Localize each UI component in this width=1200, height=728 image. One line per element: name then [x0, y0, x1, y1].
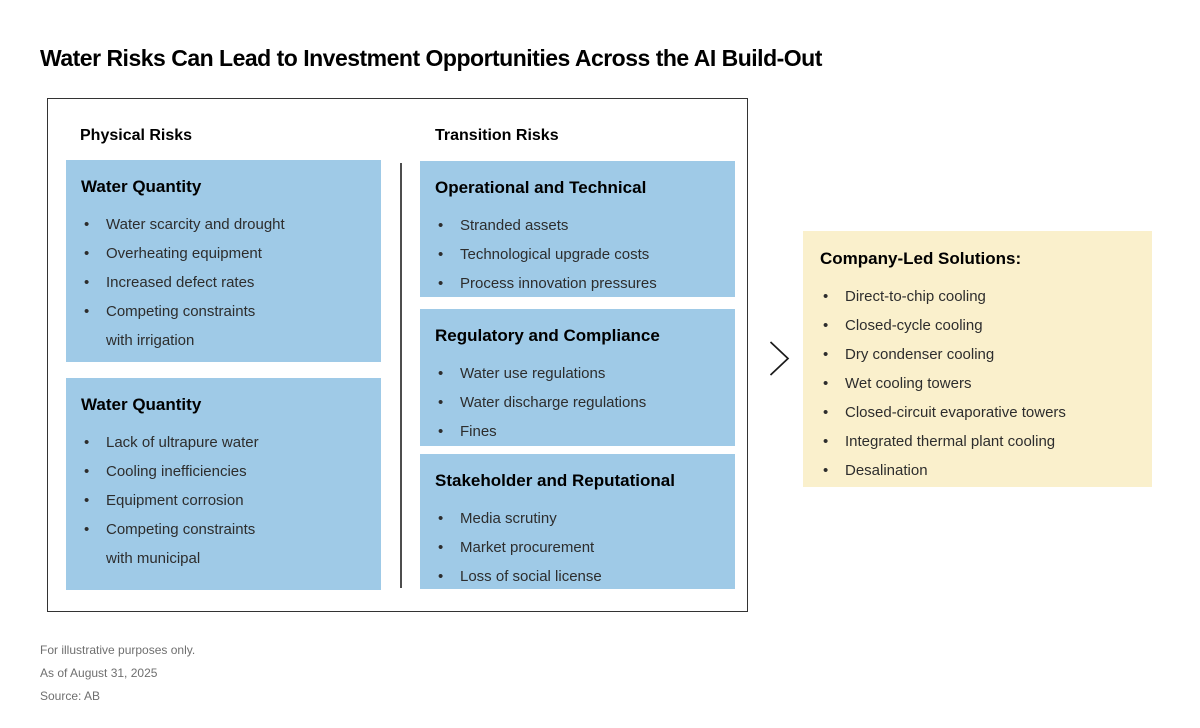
list-item: Process innovation pressures: [435, 269, 727, 297]
risk-box-title: Stakeholder and Reputational: [435, 471, 675, 490]
risk-box-water-quantity-2: Water Quantity Lack of ultrapure waterCo…: [66, 378, 381, 590]
list-item: Loss of social license: [435, 562, 727, 589]
footnote-source: Source: AB: [40, 689, 101, 703]
solutions-box: Company-Led Solutions: Direct-to-chip co…: [803, 231, 1152, 487]
risk-box-title: Operational and Technical: [435, 178, 647, 197]
footnote-illustrative: For illustrative purposes only.: [40, 643, 196, 657]
column-heading-physical-risks: Physical Risks: [80, 127, 193, 144]
list-item: Media scrutiny: [435, 504, 727, 533]
column-divider: [400, 163, 402, 588]
risk-panel: Physical Risks Transition Risks Water Qu…: [47, 98, 748, 612]
risk-box-bullet-list: Water use regulationsWater discharge reg…: [435, 359, 727, 446]
list-item: Lack of ultrapure water: [81, 428, 373, 457]
list-item: Integrated thermal plant cooling: [820, 427, 1144, 456]
list-item: Direct-to-chip cooling: [820, 282, 1144, 311]
list-item: Stranded assets: [435, 211, 727, 240]
list-item: Overheating equipment: [81, 239, 373, 268]
chevron-right-icon: [769, 341, 790, 376]
list-item: Water discharge regulations: [435, 388, 727, 417]
list-item: Increased defect rates: [81, 268, 373, 297]
risk-box-regulatory-compliance: Regulatory and Compliance Water use regu…: [420, 309, 735, 446]
list-item: Equipment corrosion: [81, 486, 373, 515]
list-item: Dry condenser cooling: [820, 340, 1144, 369]
list-item: Water scarcity and drought: [81, 210, 373, 239]
list-item: Wet cooling towers: [820, 369, 1144, 398]
list-item: Competing constraints with irrigation: [81, 297, 373, 355]
solutions-box-title: Company-Led Solutions:: [820, 249, 1022, 268]
solutions-bullet-list: Direct-to-chip coolingClosed-cycle cooli…: [820, 282, 1144, 485]
list-item: Closed-circuit evaporative towers: [820, 398, 1144, 427]
risk-box-title: Water Quantity: [81, 395, 202, 414]
list-item: Closed-cycle cooling: [820, 311, 1144, 340]
footnotes: For illustrative purposes only. As of Au…: [40, 644, 195, 713]
risk-box-bullet-list: Stranded assetsTechnological upgrade cos…: [435, 211, 727, 297]
list-item: Water use regulations: [435, 359, 727, 388]
column-heading-transition-risks: Transition Risks: [435, 127, 559, 144]
risk-box-operational-technical: Operational and Technical Stranded asset…: [420, 161, 735, 297]
list-item: Desalination: [820, 456, 1144, 485]
list-item: Technological upgrade costs: [435, 240, 727, 269]
list-item: Market procurement: [435, 533, 727, 562]
risk-box-title: Regulatory and Compliance: [435, 326, 660, 345]
risk-box-stakeholder-reputational: Stakeholder and Reputational Media scrut…: [420, 454, 735, 589]
list-item: Cooling inefficiencies: [81, 457, 373, 486]
list-item: Competing constraints with municipal: [81, 515, 373, 573]
risk-box-bullet-list: Water scarcity and droughtOverheating eq…: [81, 210, 373, 355]
risk-box-bullet-list: Lack of ultrapure waterCooling inefficie…: [81, 428, 373, 573]
risk-box-title: Water Quantity: [81, 177, 202, 196]
list-item: Fines: [435, 417, 727, 446]
page-title: Water Risks Can Lead to Investment Oppor…: [40, 45, 822, 71]
risk-box-water-quantity-1: Water Quantity Water scarcity and drough…: [66, 160, 381, 362]
footnote-as-of-date: As of August 31, 2025: [40, 666, 158, 680]
risk-box-bullet-list: Media scrutinyMarket procurementLoss of …: [435, 504, 727, 589]
